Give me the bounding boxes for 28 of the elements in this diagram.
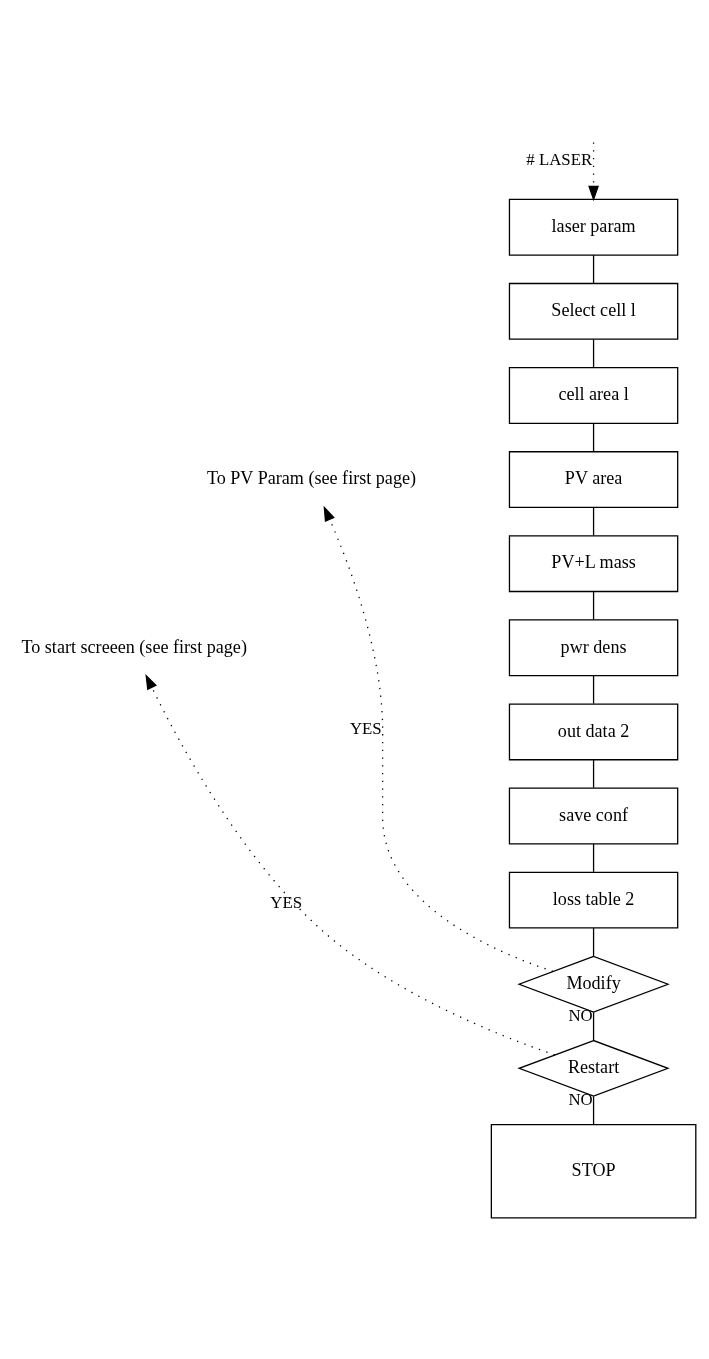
node-text: To start screeen (see first page) xyxy=(21,636,247,657)
connector xyxy=(592,422,595,452)
edge-label: YES xyxy=(270,892,303,912)
edge-label: # LASER xyxy=(526,150,593,170)
arrow xyxy=(323,505,554,972)
connector xyxy=(592,1095,595,1126)
connector xyxy=(592,843,595,873)
connector xyxy=(592,927,595,957)
node-text: To PV Param (see first page) xyxy=(206,468,417,489)
node-box: Select cell l xyxy=(508,282,679,340)
node-box: out data 2 xyxy=(508,703,679,761)
node-box: save conf xyxy=(508,787,679,845)
connector xyxy=(592,506,595,536)
node-box: loss table 2 xyxy=(508,871,679,929)
node-box: cell area l xyxy=(508,367,679,424)
node-box: laser param xyxy=(508,198,679,256)
node-box: STOP xyxy=(490,1124,697,1219)
arrow xyxy=(145,673,556,1056)
edge-label: YES xyxy=(349,719,382,739)
node-box: PV+L mass xyxy=(508,535,679,593)
connector xyxy=(592,591,595,621)
connector xyxy=(592,1011,595,1041)
connector xyxy=(592,675,595,705)
connector xyxy=(592,254,595,284)
node-box: PV area xyxy=(508,451,679,509)
node-box: pwr dens xyxy=(508,619,679,677)
connector xyxy=(592,759,595,789)
connector xyxy=(592,338,595,368)
